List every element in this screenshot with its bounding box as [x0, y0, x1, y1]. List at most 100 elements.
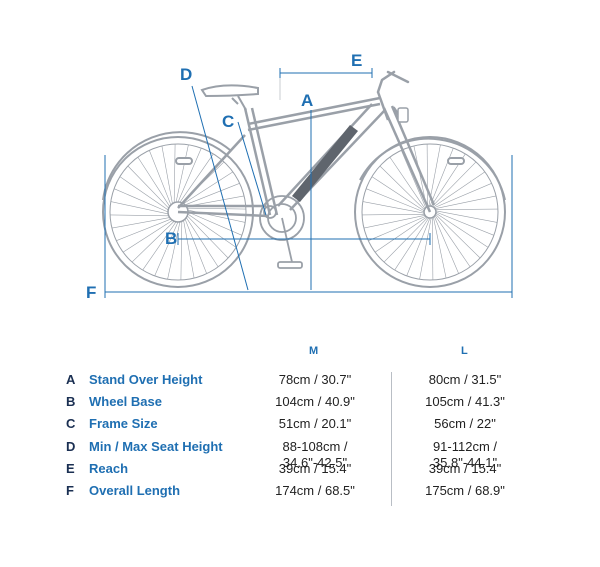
wheel-spoke: [180, 221, 183, 280]
spec-row-stand-over-height: A Stand Over Height 78cm / 30.7" 80cm / …: [0, 372, 600, 394]
row-value-m: 39cm / 15.4": [278, 461, 352, 476]
row-letter: D: [66, 439, 76, 454]
wheel-spoke: [433, 216, 459, 274]
wheel-spoke: [434, 215, 471, 268]
wheel-spoke: [186, 217, 219, 268]
wheel-spoke: [187, 213, 237, 248]
wheel-spoke: [406, 217, 431, 276]
row-value-l: 39cm / 15.4": [428, 461, 502, 476]
wheel-spoke: [187, 207, 246, 210]
row-name: Reach: [89, 461, 129, 476]
wheel-spoke: [374, 216, 427, 253]
wheel-spoke: [432, 161, 477, 207]
wheel-spoke: [379, 165, 425, 210]
label-C: C: [222, 112, 235, 131]
row-value-m: 88-108cm / 34.6"-42.5": [282, 439, 348, 470]
wheel-spoke: [110, 201, 169, 215]
wheel-spoke: [434, 183, 492, 209]
row-value-m: 104cm / 40.9": [275, 394, 355, 409]
battery: [292, 125, 358, 202]
spec-row-frame-size: C Frame Size 51cm / 20.1" 56cm / 22": [0, 416, 600, 438]
row-value-m: 174cm / 68.5": [275, 483, 355, 498]
row-value-m: 51cm / 20.1": [278, 416, 352, 431]
wheel-spoke: [394, 217, 430, 271]
wheel-spoke: [119, 176, 169, 211]
wheel-spoke: [362, 213, 425, 216]
wheel-spoke: [389, 156, 426, 209]
wheel-spoke: [419, 217, 432, 280]
wheel-spoke: [161, 145, 173, 204]
wheel-spoke: [114, 188, 169, 213]
row-value-l: 80cm / 31.5": [428, 372, 502, 387]
wheel-spoke: [187, 215, 229, 259]
wheel-spoke: [435, 214, 481, 259]
column-divider: [391, 372, 392, 506]
wheel-spoke: [122, 220, 173, 253]
wheel-spoke: [368, 215, 426, 241]
label-E: E: [351, 51, 363, 70]
spec-row-seat-height: D Min / Max Seat Height 88-108cm / 34.6"…: [0, 439, 600, 470]
wheel-spoke: [184, 183, 240, 206]
wheel-spoke: [167, 221, 181, 280]
label-F: F: [86, 283, 97, 302]
wheel-spoke: [187, 211, 242, 236]
wheel-spoke: [131, 221, 175, 263]
wheel-spoke: [435, 211, 494, 236]
row-value-l: 105cm / 41.3": [425, 394, 505, 409]
row-name: Overall Length: [89, 483, 181, 498]
row-name: Min / Max Seat Height: [89, 439, 223, 454]
row-name: Wheel Base: [89, 394, 162, 409]
wheel-spoke: [363, 215, 426, 229]
front-wheel: [354, 136, 506, 288]
row-name: Stand Over Height: [89, 372, 203, 387]
wheel-spoke: [371, 176, 425, 212]
wheel-spoke: [177, 148, 202, 203]
wheel-spoke: [434, 195, 497, 209]
fenders: [102, 131, 506, 201]
wheel-spoke: [137, 156, 170, 207]
row-value-m: 78cm / 30.7": [278, 372, 352, 387]
wheel-spoke: [431, 217, 434, 280]
wheel-spoke: [435, 212, 489, 248]
bike-geometry-diagram: [102, 68, 513, 298]
size-header-m: M: [309, 345, 319, 357]
spec-row-wheel-base: B Wheel Base 104cm / 40.9" 105cm / 41.3": [0, 394, 600, 416]
wheel-spoke: [149, 150, 172, 206]
spec-row-reach: E Reach 39cm / 15.4" 39cm / 15.4": [0, 461, 600, 483]
label-B: B: [165, 229, 178, 248]
wheel-spoke: [435, 210, 498, 223]
wheel-spoke: [183, 220, 195, 279]
wheel-spoke: [179, 153, 214, 203]
wheel-spoke: [154, 221, 179, 276]
measurement-lines: [104, 68, 513, 298]
wheel-spoke: [183, 171, 234, 204]
wheel-spoke: [127, 165, 169, 209]
wheel-spoke: [186, 195, 245, 207]
row-letter: B: [66, 394, 76, 409]
row-letter: C: [66, 416, 76, 431]
row-letter: F: [66, 483, 74, 498]
row-letter: A: [66, 372, 76, 387]
wheel-spoke: [401, 150, 427, 208]
wheel-spoke: [111, 217, 170, 229]
wheel-spoke: [383, 217, 428, 263]
wheel-spoke: [116, 218, 172, 241]
wheel-spoke: [426, 144, 429, 207]
label-D: D: [180, 65, 193, 84]
row-value-l: 91-112cm / 35.8"-44.1": [432, 439, 498, 470]
row-value-l: 175cm / 68.9": [425, 483, 505, 498]
row-value-l: 56cm / 22": [434, 416, 496, 431]
wheel-spoke: [110, 214, 169, 217]
size-header-l: L: [461, 345, 468, 357]
wheel-spoke: [173, 144, 176, 203]
wheel-spoke: [435, 208, 498, 211]
rear-wheel: [102, 136, 254, 288]
wheel-spoke: [175, 144, 189, 203]
row-letter: E: [66, 461, 75, 476]
saddle: [200, 84, 259, 111]
wheel-spoke: [142, 221, 177, 271]
wheel-spoke: [362, 201, 425, 214]
spec-row-overall-length: F Overall Length 174cm / 68.5" 175cm / 6…: [0, 483, 600, 505]
label-A: A: [301, 91, 314, 110]
handlebar: [376, 70, 410, 123]
